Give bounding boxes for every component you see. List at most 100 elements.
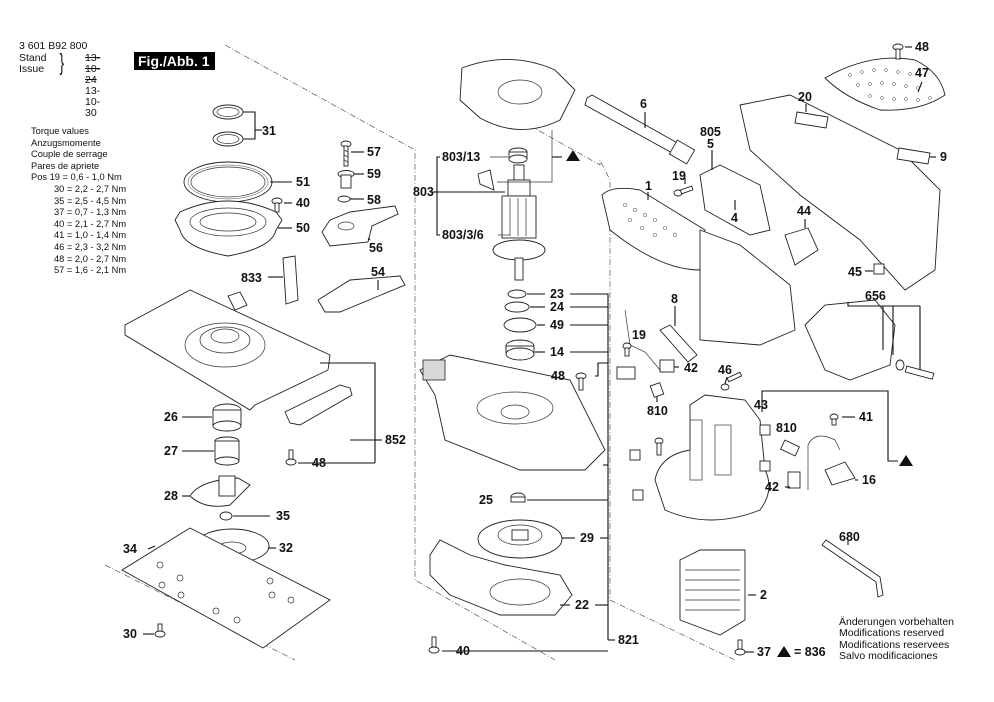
triangle-symbol-brushes <box>899 455 913 466</box>
callout-22: 22 <box>575 598 589 612</box>
part-motor-stator-housing <box>654 394 770 521</box>
callout-680: 680 <box>839 530 860 544</box>
legend-triangle-equals: = 836 <box>794 645 826 659</box>
callout-48-center: 48 <box>551 369 565 383</box>
part-block-b <box>759 460 771 472</box>
callout-24: 24 <box>550 300 564 314</box>
part-48-screw-top <box>892 43 904 60</box>
figure-label: Fig./Abb. 1 <box>134 52 215 70</box>
callout-656: 656 <box>865 289 886 303</box>
callout-27: 27 <box>164 444 178 458</box>
part-54-clamp <box>317 275 406 313</box>
callout-833: 833 <box>241 271 262 285</box>
part-number: 3 601 B92 800 <box>19 40 88 52</box>
part-852-bracket <box>284 384 353 426</box>
callout-47: 47 <box>915 66 929 80</box>
part-26-needle-bearing <box>212 403 242 432</box>
torque-row: 46 = 2,3 - 3,2 Nm <box>54 241 127 252</box>
callout-40-bottom: 40 <box>456 644 470 658</box>
issue-label: Issue <box>19 63 45 75</box>
callout-23: 23 <box>550 287 564 301</box>
callout-8: 8 <box>671 292 678 306</box>
notice-de: Änderungen vorbehalten <box>839 616 955 628</box>
part-25-nut <box>510 492 526 503</box>
callout-56: 56 <box>369 241 383 255</box>
notice-en: Modifications reserved <box>839 627 945 640</box>
date-old: 13-10-24 <box>85 52 101 86</box>
part-19-screw-lower <box>622 342 632 357</box>
torque-row: Pos 19 = 0,6 - 1,0 Nm <box>31 172 126 184</box>
callout-1: 1 <box>645 179 652 193</box>
callout-44: 44 <box>797 204 811 218</box>
callout-49: 49 <box>550 318 564 332</box>
part-44-knob <box>784 227 819 266</box>
callout-41: 41 <box>859 410 873 424</box>
callout-805: 805 <box>700 125 721 139</box>
callout-42-right: 42 <box>765 480 779 494</box>
part-42-brush-holder-right <box>787 435 841 490</box>
callout-34: 34 <box>123 542 137 556</box>
part-block-c <box>632 489 644 501</box>
part-gear-housing <box>419 354 606 471</box>
torque-values-table: Torque values Anzugsmomente Couple de se… <box>31 126 126 277</box>
callout-42-left: 42 <box>684 361 698 375</box>
callout-20: 20 <box>798 90 812 104</box>
torque-title-en: Torque values <box>31 126 89 136</box>
callout-40: 40 <box>296 196 310 210</box>
part-58-oring <box>337 195 351 203</box>
callout-19: 19 <box>672 169 686 183</box>
part-16-brush <box>824 461 856 486</box>
torque-title-fr: Couple de serrage <box>31 149 108 160</box>
part-803-armature <box>492 164 546 281</box>
part-48-screw-center <box>575 372 587 391</box>
callout-51: 51 <box>296 175 310 189</box>
callout-43: 43 <box>754 398 768 412</box>
part-29-fan <box>477 519 563 559</box>
torque-row: 57 = 1,6 - 2,1 Nm <box>54 265 127 276</box>
part-42-brush-holder-left <box>624 309 675 373</box>
callout-4: 4 <box>731 211 738 225</box>
part-45-nut <box>873 263 885 275</box>
part-motor-housing <box>739 94 941 291</box>
part-37-screw <box>734 639 746 656</box>
callout-26: 26 <box>164 410 178 424</box>
date-new: 13-10-30 <box>85 85 101 119</box>
callout-810-right: 810 <box>776 421 797 435</box>
callout-54: 54 <box>371 265 385 279</box>
callout-803: 803 <box>413 185 434 199</box>
part-43-block <box>759 424 771 436</box>
part-680-hex-key <box>821 539 884 598</box>
torque-value: 19 = 0,6 - 1,0 Nm <box>49 172 122 183</box>
part-block-a <box>629 449 641 461</box>
part-35-nut <box>219 511 233 521</box>
part-center-washers <box>503 289 537 361</box>
callout-48-top: 48 <box>915 40 929 54</box>
callout-6: 6 <box>640 97 647 111</box>
callout-803-13: 803/13 <box>442 150 480 164</box>
callout-25: 25 <box>479 493 493 507</box>
part-screw-motor <box>654 437 664 456</box>
part-top-fan-cover <box>459 59 576 130</box>
callout-50: 50 <box>296 221 310 235</box>
part-1-handle <box>601 187 706 271</box>
part-27-sleeve <box>214 436 240 466</box>
section-separator-right <box>519 119 736 661</box>
callout-9: 9 <box>940 150 947 164</box>
callout-35: 35 <box>276 509 290 523</box>
part-810-spring <box>649 382 665 398</box>
callout-852: 852 <box>385 433 406 447</box>
part-46-screw <box>720 371 743 391</box>
callout-48-left: 48 <box>312 456 326 470</box>
callout-5: 5 <box>707 137 714 151</box>
callout-821: 821 <box>618 633 639 647</box>
torque-row: 48 = 2,0 - 2,7 Nm <box>54 253 127 264</box>
torque-row: 41 = 1,0 - 1,4 Nm <box>54 230 127 241</box>
callout-28: 28 <box>164 489 178 503</box>
leader-lines <box>143 46 936 653</box>
part-front-housing <box>699 229 796 346</box>
part-28-hub <box>218 475 236 497</box>
torque-row: 30 = 2,2 - 2,7 Nm <box>54 183 127 194</box>
torque-row: 37 = 0,7 - 1,3 Nm <box>54 207 127 218</box>
torque-title-de: Anzugsmomente <box>31 137 101 148</box>
